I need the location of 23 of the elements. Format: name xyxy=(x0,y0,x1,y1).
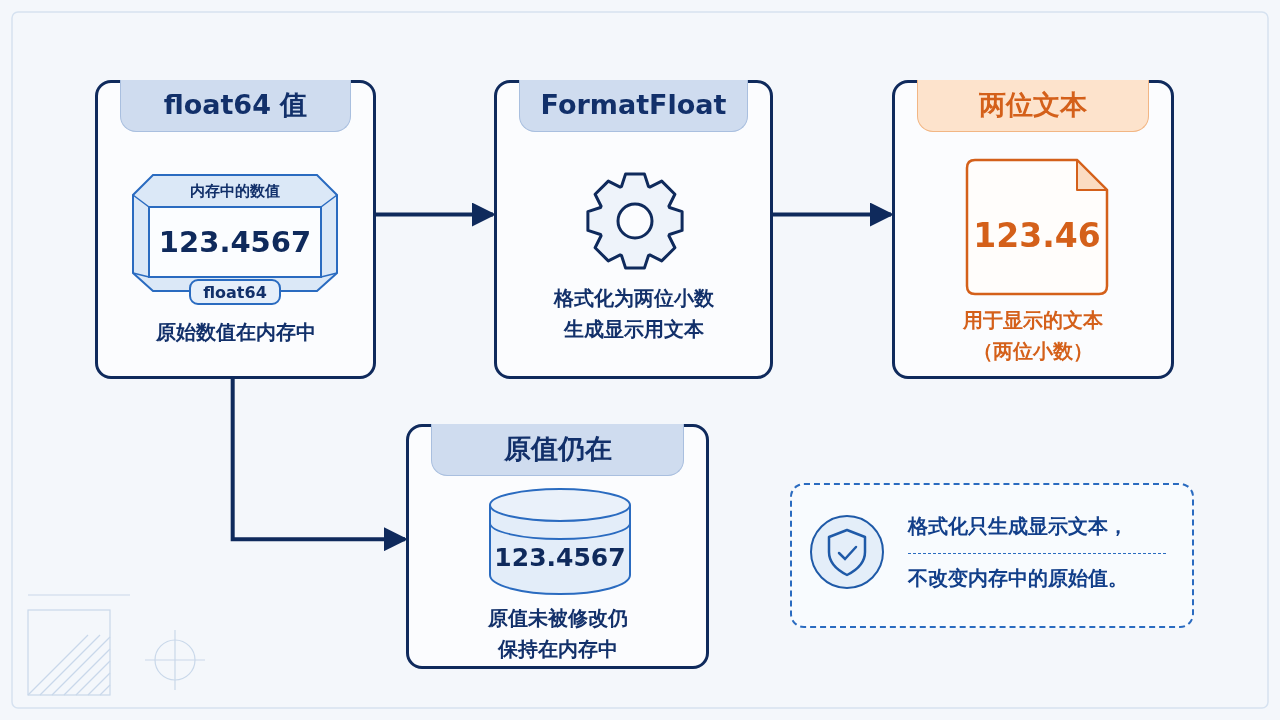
process-card xyxy=(95,80,376,379)
heading-tab: FormatFloat xyxy=(519,80,748,132)
type-tag: float64 xyxy=(189,279,281,305)
arrow xyxy=(376,202,496,227)
memory-label: 内存中的数值 xyxy=(189,182,281,201)
body-text: 用于显示的文本（两位小数） xyxy=(962,307,1104,365)
value-text: 123.4567 xyxy=(493,543,627,572)
arrow xyxy=(773,202,894,227)
note-text: 不改变内存中的原始值。 xyxy=(908,565,1128,592)
body-text: 原始数值在内存中 xyxy=(154,319,317,346)
heading-tab: 原值仍在 xyxy=(431,424,684,476)
body-text: 原值未被修改仍保持在内存中 xyxy=(486,605,629,663)
note-box xyxy=(790,483,1194,628)
value-text: 123.4567 xyxy=(157,225,313,259)
arrow xyxy=(230,379,408,552)
process-card xyxy=(494,80,773,379)
heading-tab: float64 值 xyxy=(120,80,351,132)
note-text: 格式化只生成显示文本， xyxy=(908,513,1128,540)
process-card xyxy=(406,424,709,669)
value-text: 123.46 xyxy=(972,216,1102,255)
process-card xyxy=(892,80,1174,379)
body-text: 格式化为两位小数生成显示用文本 xyxy=(552,285,715,343)
heading-tab: 两位文本 xyxy=(917,80,1149,132)
